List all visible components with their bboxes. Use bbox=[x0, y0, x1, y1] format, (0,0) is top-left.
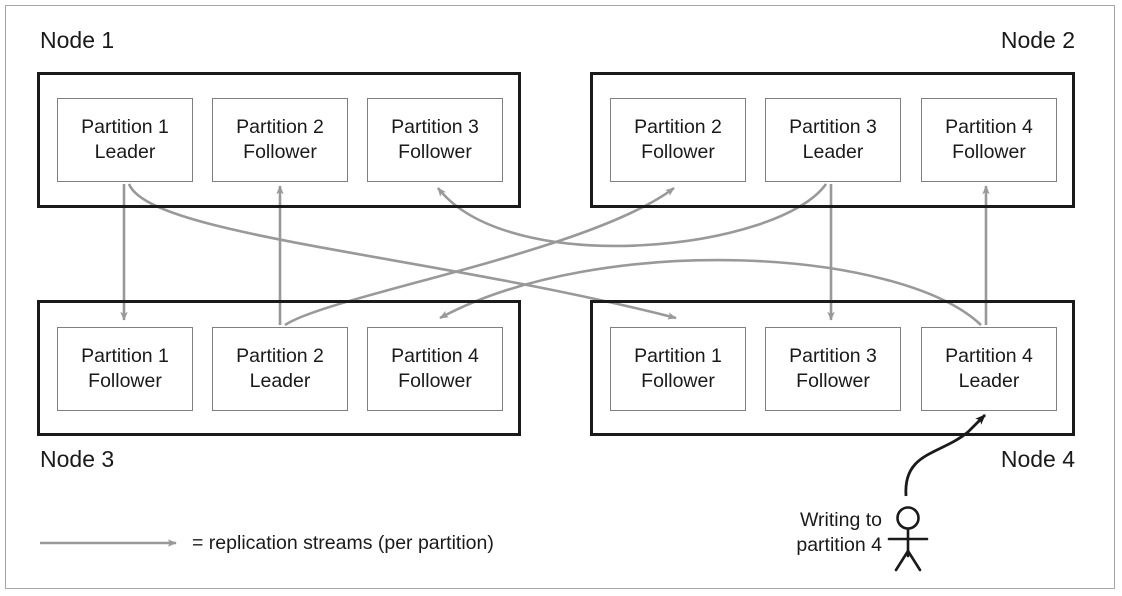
partition-name: Partition 4 bbox=[391, 345, 479, 368]
node-1-partition-1[interactable]: Partition 1 Leader bbox=[57, 98, 193, 182]
node-1-partition-3[interactable]: Partition 3 Follower bbox=[367, 98, 503, 182]
node-3-partition-1[interactable]: Partition 1 Follower bbox=[57, 327, 193, 411]
node-3-partition-2[interactable]: Partition 2 Leader bbox=[212, 327, 348, 411]
node-1-partition-2[interactable]: Partition 2 Follower bbox=[212, 98, 348, 182]
partition-name: Partition 1 bbox=[634, 345, 722, 368]
node-1-box bbox=[37, 72, 521, 208]
figure-outer-border bbox=[5, 5, 1115, 589]
node-4-partition-1[interactable]: Partition 1 Follower bbox=[610, 327, 746, 411]
node-1-label: Node 1 bbox=[40, 27, 115, 53]
partition-role: Leader bbox=[958, 370, 1020, 392]
partition-name: Partition 4 bbox=[945, 116, 1033, 139]
node-4-partition-4[interactable]: Partition 4 Leader bbox=[921, 327, 1057, 411]
partition-name: Partition 2 bbox=[236, 116, 324, 139]
partition-role: Follower bbox=[398, 370, 472, 392]
partition-name: Partition 2 bbox=[634, 116, 722, 139]
partition-role: Follower bbox=[398, 141, 472, 163]
node-2-partition-3[interactable]: Partition 3 Leader bbox=[765, 98, 901, 182]
node-3-partition-4[interactable]: Partition 4 Follower bbox=[367, 327, 503, 411]
partition-role: Follower bbox=[88, 370, 162, 392]
partition-name: Partition 4 bbox=[945, 345, 1033, 368]
partition-role: Leader bbox=[249, 370, 311, 392]
node-4-partition-3[interactable]: Partition 3 Follower bbox=[765, 327, 901, 411]
node-4-label: Node 4 bbox=[1000, 446, 1075, 472]
partition-name: Partition 1 bbox=[81, 116, 169, 139]
partition-role: Leader bbox=[802, 141, 864, 163]
partition-role: Follower bbox=[952, 141, 1026, 163]
client-write-label: Writing to partition 4 bbox=[700, 508, 882, 559]
partition-role: Follower bbox=[641, 141, 715, 163]
partition-name: Partition 1 bbox=[81, 345, 169, 368]
partition-role: Follower bbox=[796, 370, 870, 392]
partition-role: Follower bbox=[641, 370, 715, 392]
client-write-label-line1: Writing to bbox=[800, 509, 882, 531]
partition-name: Partition 3 bbox=[789, 116, 877, 139]
node-2-partition-2[interactable]: Partition 2 Follower bbox=[610, 98, 746, 182]
legend-label: = replication streams (per partition) bbox=[192, 532, 494, 554]
node-3-label: Node 3 bbox=[40, 446, 115, 472]
node-2-box bbox=[590, 72, 1075, 208]
node-3-box bbox=[37, 300, 521, 436]
client-write-label-line2: partition 4 bbox=[796, 534, 882, 557]
node-2-label: Node 2 bbox=[1000, 27, 1075, 53]
partition-name: Partition 3 bbox=[789, 345, 877, 368]
node-4-box bbox=[590, 300, 1075, 436]
partition-role: Follower bbox=[243, 141, 317, 163]
partition-name: Partition 3 bbox=[391, 116, 479, 139]
partition-role: Leader bbox=[94, 141, 156, 163]
partition-name: Partition 2 bbox=[236, 345, 324, 368]
node-2-partition-4[interactable]: Partition 4 Follower bbox=[921, 98, 1057, 182]
